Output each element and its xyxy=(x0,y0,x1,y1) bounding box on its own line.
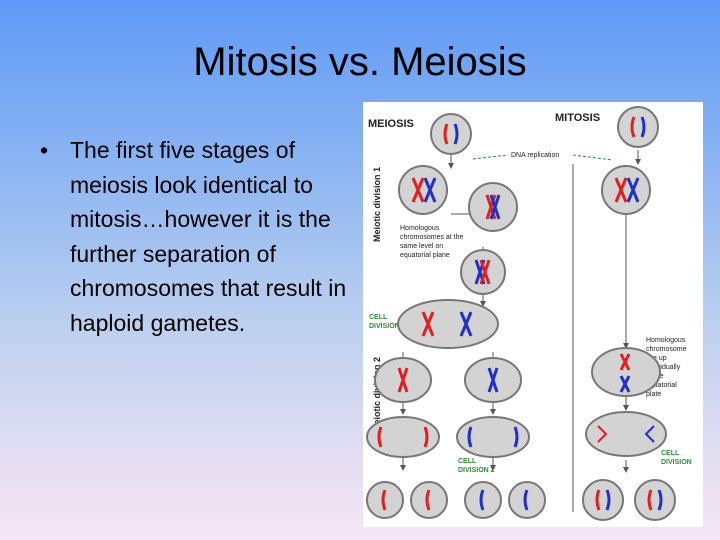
mitosis-daughter-2 xyxy=(634,479,676,521)
bullet-text: The first five stages of meiosis look id… xyxy=(70,137,347,336)
gamete-3 xyxy=(464,481,502,519)
cell-meiosis-start xyxy=(430,113,472,155)
gamete-1 xyxy=(366,481,404,519)
meiotic-division-1-label: Meiotic division 1 xyxy=(372,167,382,242)
mitosis-cell-division-label: CELL DIVISION xyxy=(661,450,692,466)
cell-meiosis-anaphase-left xyxy=(366,416,440,458)
mitosis-label: MITOSIS xyxy=(555,112,600,124)
meiosis-mitosis-diagram: MEIOSIS MITOSIS DNA replication Meiotic … xyxy=(363,102,703,527)
cell-meiosis-paired xyxy=(468,182,518,232)
cell-meiosis-replicated xyxy=(398,165,448,215)
cell-meiosis-2-right xyxy=(464,357,522,403)
cell-division-2-label: CELL DIVISION 2 xyxy=(458,458,495,474)
meiotic-division-2-label: Meiotic division 2 xyxy=(372,357,382,432)
homologous-note: Homologous chromosomes at the same level… xyxy=(400,225,465,259)
slide-title: Mitosis vs. Meiosis xyxy=(193,40,527,84)
bullet-dot: • xyxy=(40,137,49,163)
bullet-list: • The first five stages of meiosis look … xyxy=(40,133,360,340)
dna-line-right xyxy=(572,154,614,161)
cell-division-1-label: CELL DIVISION 1 xyxy=(369,314,406,330)
cell-meiosis-anaphase-right xyxy=(456,416,530,458)
dna-line-left xyxy=(472,154,509,160)
cell-meiosis-2-left xyxy=(374,357,432,403)
cell-meiosis-division-1 xyxy=(397,299,499,349)
cell-mitosis-anaphase xyxy=(585,411,667,457)
meiosis-label: MEIOSIS xyxy=(368,118,414,130)
mitosis-daughter-1 xyxy=(582,479,624,521)
dna-replication-label: DNA replication xyxy=(511,152,559,159)
gamete-4 xyxy=(508,481,546,519)
cell-mitosis-start xyxy=(617,106,659,148)
cell-mitosis-replicated xyxy=(601,165,651,215)
bullet-item: • The first five stages of meiosis look … xyxy=(40,133,360,340)
cell-meiosis-equatorial xyxy=(460,249,506,295)
cell-mitosis-equatorial xyxy=(591,347,661,397)
gamete-2 xyxy=(410,481,448,519)
